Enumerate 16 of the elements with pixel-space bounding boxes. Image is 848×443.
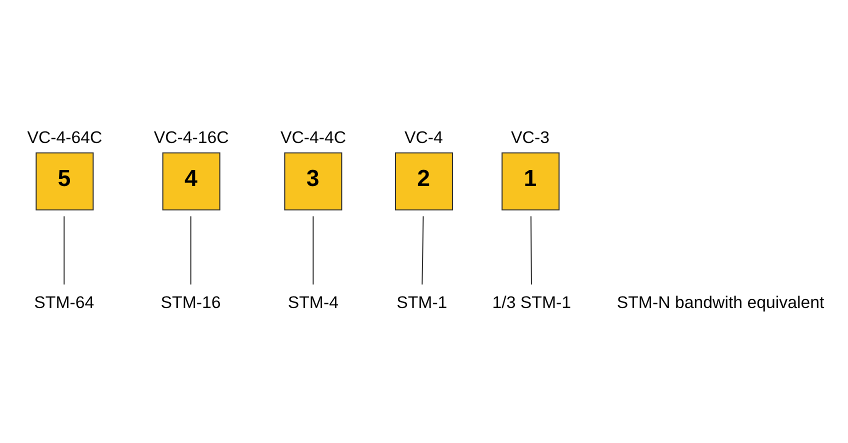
connector [422,216,424,284]
connector [190,216,192,284]
node-label: VC-3 [511,128,550,147]
connector [530,216,532,284]
node-label: VC-4-64C [27,128,102,147]
node-label: VC-4 [404,128,443,147]
label: STM-N bandwith equivalent [616,292,824,312]
node-text: STM-4 [288,292,339,312]
connector [64,216,65,284]
node-text: STM-16 [160,292,221,312]
node-label: VC-4-16C [154,128,229,147]
node-text: STM-1 [396,292,448,312]
connector [312,216,314,284]
node-text: STM-64 [34,292,94,312]
node-label: VC-4-4C [280,128,346,147]
node-text: 1/3 STM-1 [492,292,572,312]
